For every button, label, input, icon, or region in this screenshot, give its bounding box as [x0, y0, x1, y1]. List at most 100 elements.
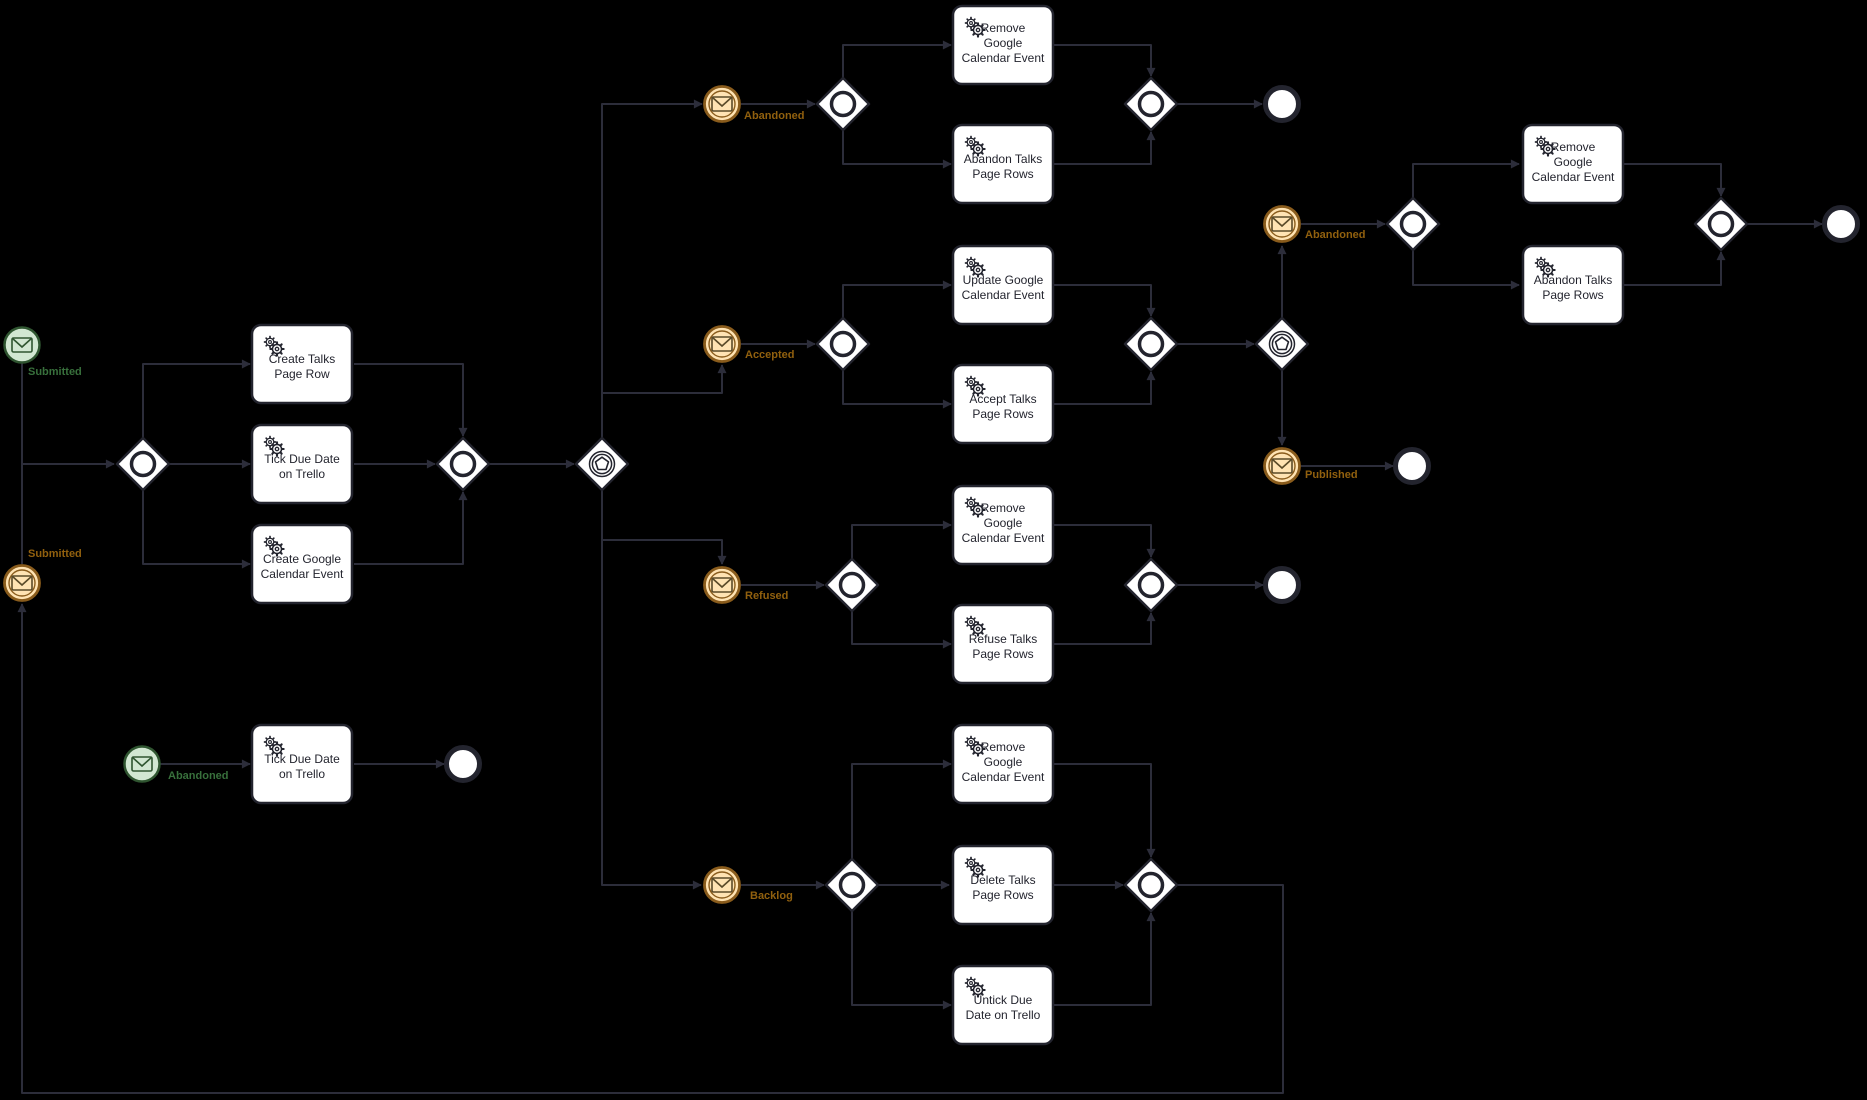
- sequence-flow[interactable]: [1053, 284, 1156, 317]
- sequence-flow[interactable]: [1412, 159, 1520, 198]
- gateway-diamond[interactable]: [815, 316, 871, 372]
- message-catch-event-refused[interactable]: [703, 566, 741, 604]
- gateway-diamond[interactable]: [435, 436, 491, 492]
- event-circle[interactable]: [3, 326, 41, 364]
- message-catch-event-submitted[interactable]: [3, 564, 41, 602]
- gateway-diamond[interactable]: [1123, 76, 1179, 132]
- end-event-abandoned-2[interactable]: [1822, 205, 1860, 243]
- start-event-abandoned[interactable]: [123, 745, 161, 783]
- event-gateway-outer-circle: [1268, 330, 1296, 358]
- event-circle[interactable]: [3, 564, 41, 602]
- gateway-diamond[interactable]: [824, 557, 880, 613]
- message-catch-event-abandoned-2[interactable]: [1263, 205, 1301, 243]
- inclusive-gateway-split-backlog[interactable]: [824, 857, 880, 913]
- sequence-flow[interactable]: [842, 130, 952, 169]
- inclusive-gateway-join-abandoned-2[interactable]: [1693, 196, 1749, 252]
- sequence-flow[interactable]: [851, 759, 952, 859]
- sequence-flow[interactable]: [1053, 612, 1156, 645]
- inclusive-gateway-split-main[interactable]: [115, 436, 171, 492]
- event-based-gateway-accepted[interactable]: [1254, 316, 1310, 372]
- sequence-flow[interactable]: [1412, 250, 1520, 290]
- event-circle[interactable]: [1263, 447, 1301, 485]
- message-catch-event-accepted[interactable]: [703, 325, 741, 363]
- gateway-diamond[interactable]: [1123, 557, 1179, 613]
- end-event-refused[interactable]: [1263, 566, 1301, 604]
- event-circle[interactable]: [123, 745, 161, 783]
- gateway-diamond[interactable]: [815, 76, 871, 132]
- inclusive-gateway-split-refused[interactable]: [824, 557, 880, 613]
- sequence-flow[interactable]: [842, 40, 952, 78]
- end-event-tick-due[interactable]: [444, 745, 482, 783]
- gateway-diamond[interactable]: [1123, 316, 1179, 372]
- event-circle[interactable]: [703, 325, 741, 363]
- sequence-flow[interactable]: [354, 363, 468, 437]
- sequence-flow[interactable]: [1053, 912, 1156, 1006]
- inclusive-gateway-join-refused[interactable]: [1123, 557, 1179, 613]
- end-event-published[interactable]: [1393, 447, 1431, 485]
- inclusive-gateway-join-backlog[interactable]: [1123, 857, 1179, 913]
- inclusive-gateway-join-main[interactable]: [435, 436, 491, 492]
- sequence-flow[interactable]: [354, 491, 468, 565]
- sequence-flow[interactable]: [21, 363, 114, 564]
- sequence-flow[interactable]: [602, 364, 727, 394]
- gateway-diamond[interactable]: [1254, 316, 1310, 372]
- sequence-flow[interactable]: [601, 490, 702, 890]
- message-catch-event-abandoned[interactable]: [703, 85, 741, 123]
- inclusive-gateway-split-abandoned[interactable]: [815, 76, 871, 132]
- sequence-flow[interactable]: [1053, 131, 1156, 165]
- sequence-flow[interactable]: [142, 359, 251, 438]
- sequence-flow[interactable]: [601, 99, 703, 438]
- gateway-diamond[interactable]: [824, 857, 880, 913]
- inclusive-gateway-join-abandoned[interactable]: [1123, 76, 1179, 132]
- sequence-flow[interactable]: [1053, 524, 1156, 558]
- gateway-diamond[interactable]: [115, 436, 171, 492]
- gateway-diamond[interactable]: [574, 436, 630, 492]
- event-based-gateway-main[interactable]: [574, 436, 630, 492]
- inclusive-gateway-join-accepted[interactable]: [1123, 316, 1179, 372]
- gateway-diamond[interactable]: [1385, 196, 1441, 252]
- inclusive-gateway-split-abandoned-2[interactable]: [1385, 196, 1441, 252]
- event-circle[interactable]: [703, 866, 741, 904]
- sequence-flow[interactable]: [842, 370, 952, 409]
- message-catch-event-backlog[interactable]: [703, 866, 741, 904]
- sequence-flow-loopback[interactable]: [17, 603, 1284, 1094]
- sequence-flow[interactable]: [1053, 371, 1156, 405]
- sequence-flow[interactable]: [1053, 763, 1156, 858]
- sequence-flow[interactable]: [851, 911, 952, 1010]
- event-circle[interactable]: [703, 85, 741, 123]
- sequence-flow[interactable]: [142, 490, 251, 569]
- start-event-submitted[interactable]: [3, 326, 41, 364]
- sequence-flow[interactable]: [1623, 163, 1726, 197]
- sequence-flow[interactable]: [842, 280, 952, 318]
- sequence-flow[interactable]: [1623, 251, 1726, 286]
- gateway-diamond[interactable]: [1693, 196, 1749, 252]
- sequence-flow[interactable]: [1053, 44, 1156, 77]
- event-circle[interactable]: [703, 566, 741, 604]
- sequence-flow[interactable]: [851, 611, 952, 649]
- end-event-abandoned[interactable]: [1263, 85, 1301, 123]
- event-circle[interactable]: [1263, 205, 1301, 243]
- sequence-flow[interactable]: [851, 520, 952, 559]
- inclusive-gateway-split-accepted[interactable]: [815, 316, 871, 372]
- message-catch-event-published[interactable]: [1263, 447, 1301, 485]
- gateway-diamond[interactable]: [1123, 857, 1179, 913]
- sequence-flow[interactable]: [602, 539, 727, 565]
